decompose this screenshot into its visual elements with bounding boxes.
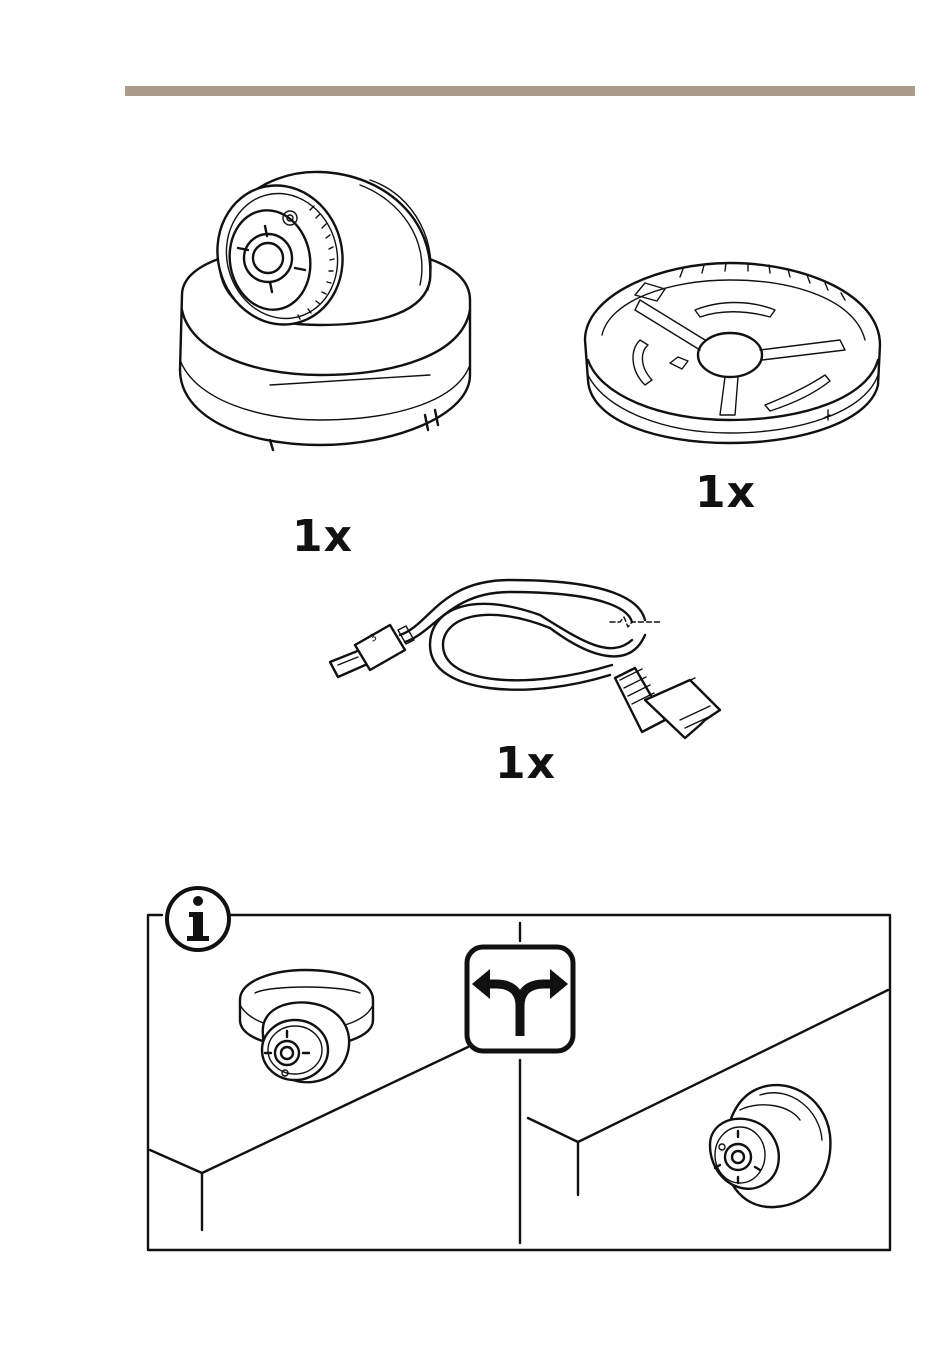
- info-icon: [162, 883, 234, 955]
- ceiling-mount-camera: [235, 965, 380, 1095]
- camera-illustration: [170, 160, 490, 460]
- wall-mount-camera: [700, 1075, 840, 1215]
- split-arrow-icon: [464, 944, 576, 1054]
- camera-quantity-label: 1x: [292, 515, 353, 559]
- network-cable-illustration: 3: [310, 570, 730, 750]
- header-bar: [125, 86, 915, 96]
- mounting-bracket-illustration: [580, 255, 885, 455]
- bracket-quantity-label: 1x: [695, 471, 756, 515]
- cable-quantity-label: 1x: [495, 742, 556, 786]
